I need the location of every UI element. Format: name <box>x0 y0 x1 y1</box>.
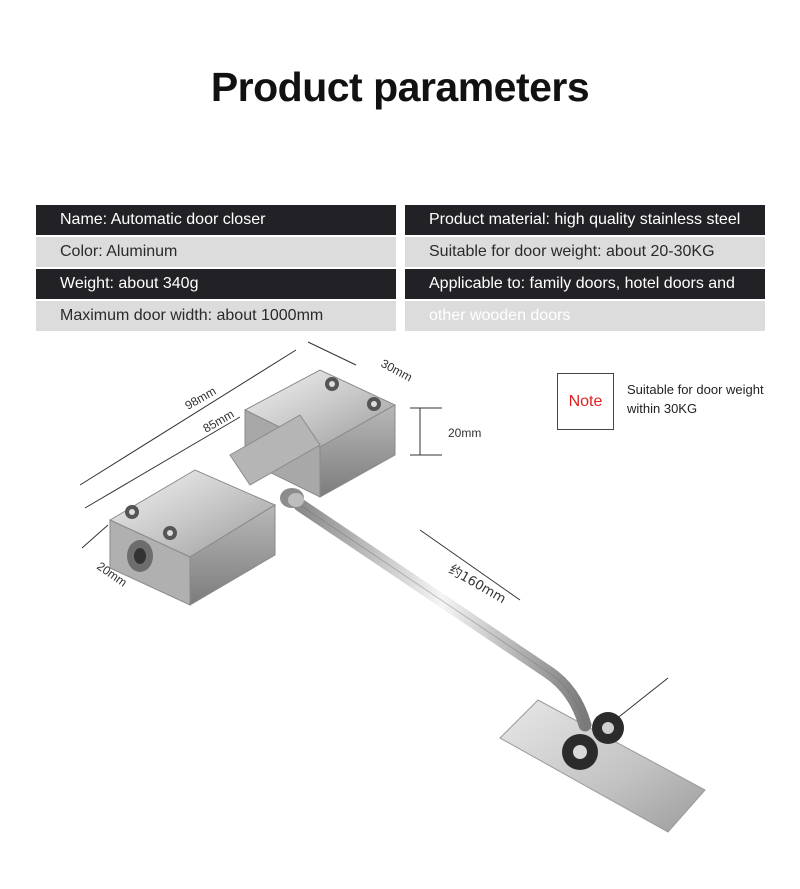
param-applicable: Applicable to: family doors, hotel doors… <box>405 269 765 299</box>
note-text-line2: within 30KG <box>627 401 698 416</box>
pivot-collar <box>280 488 304 508</box>
page-title: Product parameters <box>210 64 590 110</box>
note-badge: Note <box>557 373 614 430</box>
dim-98mm: 98mm <box>183 384 219 413</box>
note-text-line1: Suitable for door weight <box>627 382 764 397</box>
param-door-width: Maximum door width: about 1000mm <box>36 301 396 331</box>
front-cylinder-block <box>108 469 277 606</box>
dim-85mm: 85mm <box>201 407 237 436</box>
param-material: Product material: high quality stainless… <box>405 205 765 235</box>
dimension-lines <box>79 341 669 721</box>
dim-20mm-height: 20mm <box>448 426 481 440</box>
param-name: Name: Automatic door closer <box>36 205 396 235</box>
mounting-plate <box>499 699 706 833</box>
roller-wheels <box>562 712 624 770</box>
arm-rod <box>293 498 592 732</box>
param-applicable-continued: other wooden doors <box>405 301 765 331</box>
dim-30mm: 30mm <box>379 356 415 384</box>
param-color: Color: Aluminum <box>36 237 396 267</box>
param-weight: Weight: about 340g <box>36 269 396 299</box>
param-door-weight: Suitable for door weight: about 20-30KG <box>405 237 765 267</box>
note-text: Suitable for door weight within 30KG <box>627 380 797 418</box>
